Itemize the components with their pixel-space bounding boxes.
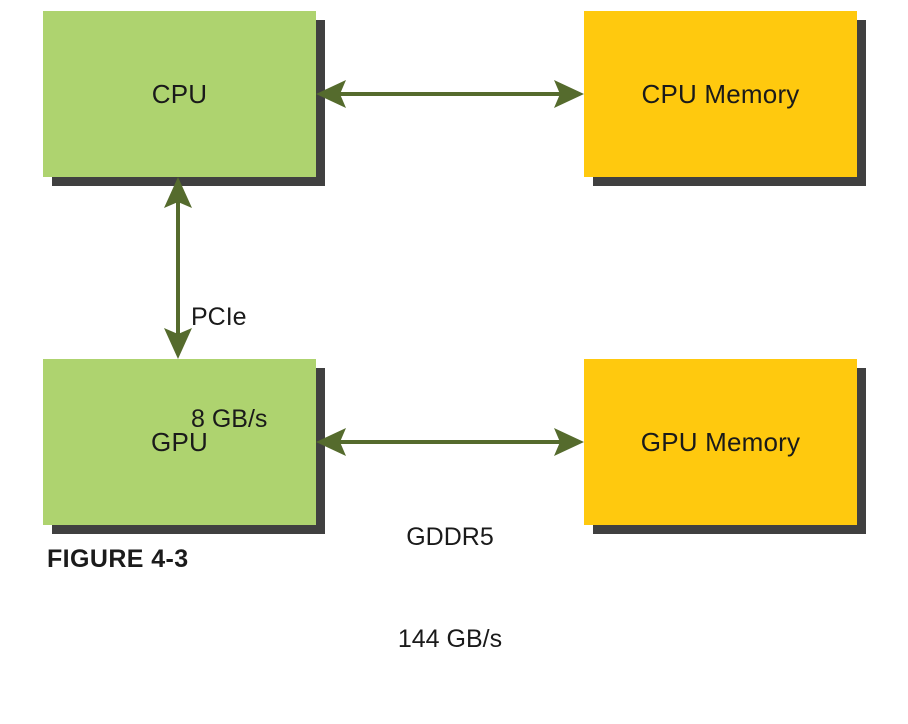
node-gpu-memory-face: [584, 359, 857, 525]
arrow-cpu-to-cpu-memory: [316, 80, 584, 108]
node-cpu-memory-label: CPU Memory: [641, 79, 800, 109]
edge-label-gddr5: GDDR5 144 GB/s: [316, 452, 584, 724]
node-cpu-memory-face: [584, 11, 857, 177]
node-cpu[interactable]: CPU: [43, 11, 325, 186]
edge-label-gddr5-bandwidth: 144 GB/s: [397, 625, 503, 653]
figure-canvas: CPU CPU Memory GPU GPU Memory PCIe 8 GB/…: [43, 11, 866, 653]
node-gpu-memory-label: GPU Memory: [640, 427, 801, 457]
node-cpu-label: CPU: [151, 79, 208, 109]
node-gpu-face: [43, 359, 316, 525]
edge-label-pcie: PCIe 8 GB/s: [191, 232, 267, 504]
edge-label-pcie-bandwidth: 8 GB/s: [191, 405, 268, 433]
edge-label-gddr5-bus: GDDR5: [406, 523, 494, 551]
node-cpu-memory[interactable]: CPU Memory: [584, 11, 866, 186]
node-cpu-face: [43, 11, 316, 177]
figure-caption: FIGURE 4-3: [47, 545, 189, 573]
arrow-gpu-to-gpu-memory: [316, 428, 584, 456]
arrow-cpu-to-gpu: [164, 177, 192, 359]
node-gpu[interactable]: GPU: [43, 359, 325, 534]
node-gpu-label: GPU: [151, 427, 208, 457]
edge-label-pcie-bus: PCIe: [191, 303, 247, 331]
node-gpu-memory[interactable]: GPU Memory: [584, 359, 866, 534]
